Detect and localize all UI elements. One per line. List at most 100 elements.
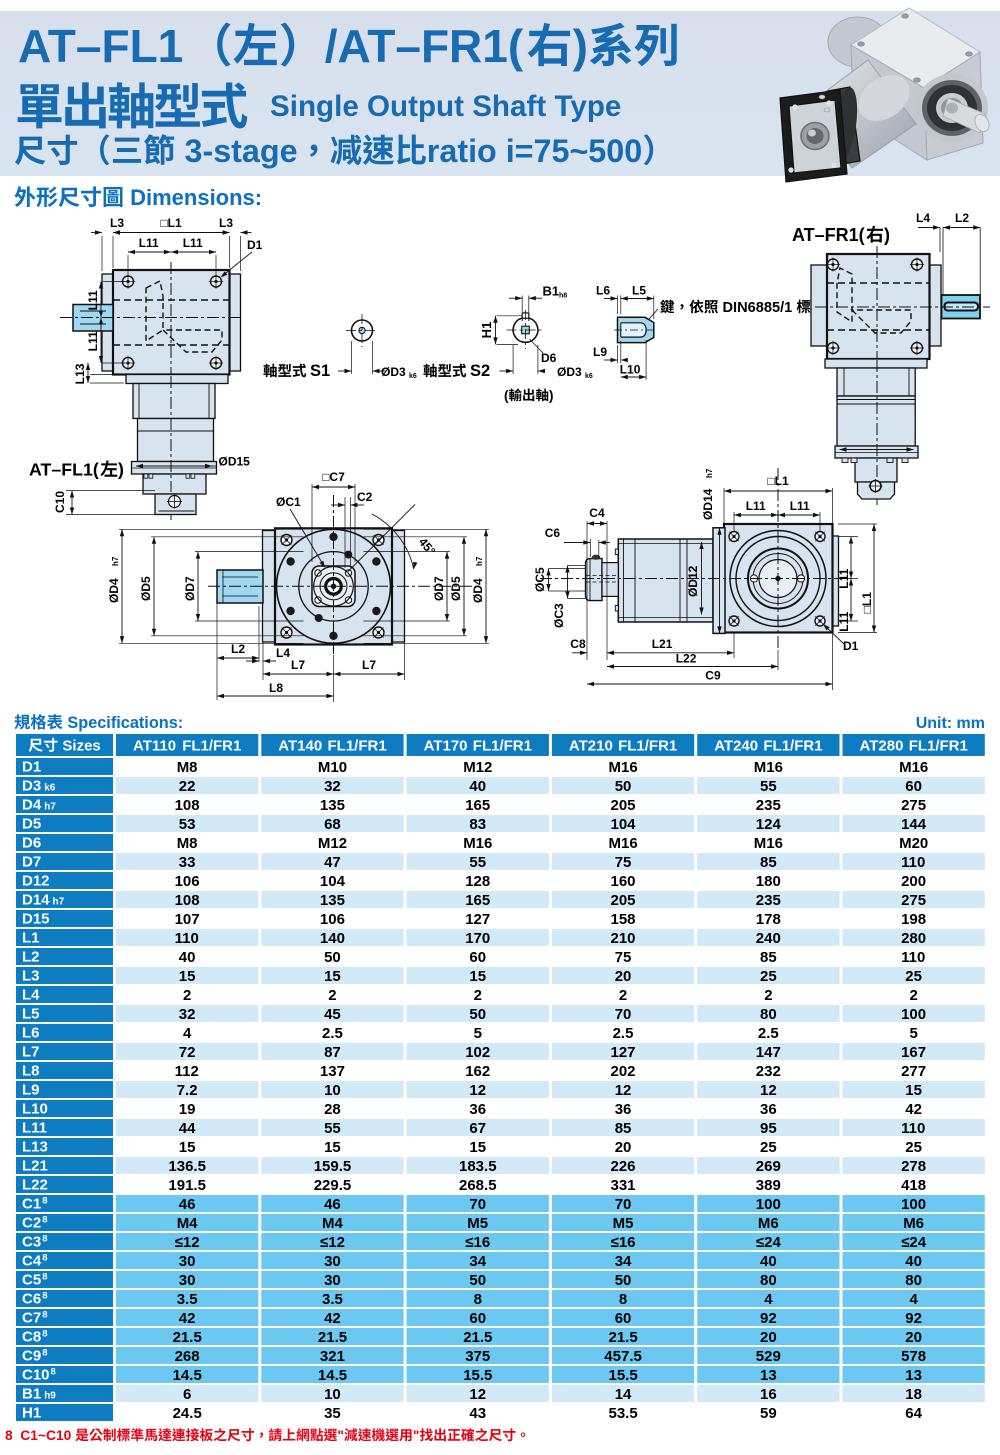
svg-text:ØD4: ØD4 [471,578,485,603]
svg-text:M5: M5 [613,1215,634,1232]
svg-text:≤12: ≤12 [175,1234,200,1251]
svg-text:h8: h8 [559,293,567,300]
svg-text:Single: Single [270,90,359,123]
svg-text:C2: C2 [357,490,373,504]
svg-text:80: 80 [760,1272,777,1289]
svg-text:h7: h7 [111,556,120,566]
svg-text:7.2: 7.2 [177,1082,198,1099]
svg-text:95: 95 [760,1120,777,1137]
svg-text:ØD7: ØD7 [432,576,446,601]
svg-text:B1: B1 [543,284,560,299]
svg-text:100: 100 [901,1196,926,1213]
svg-text:M12: M12 [318,835,347,852]
svg-text:L9: L9 [22,1082,40,1099]
svg-text:ØD14: ØD14 [701,488,715,520]
svg-text:L9: L9 [593,345,607,359]
svg-text:42: 42 [905,1101,922,1118]
svg-text:277: 277 [901,1063,926,1080]
svg-text:235: 235 [756,892,781,909]
svg-text:ØD3: ØD3 [381,365,406,379]
svg-text:15: 15 [469,1139,486,1156]
svg-text:5: 5 [474,1025,482,1042]
svg-text:30: 30 [324,1253,341,1270]
svg-text:21.5: 21.5 [609,1329,638,1346]
svg-text:3-stage: 3-stage [185,133,298,169]
svg-text:k6: k6 [585,373,593,380]
svg-text:15.5: 15.5 [609,1367,638,1384]
svg-text:L11: L11 [139,236,159,250]
svg-text:112: 112 [175,1063,199,1080]
svg-text:≤16: ≤16 [465,1234,490,1251]
svg-text:32: 32 [324,778,341,795]
svg-text:25: 25 [905,968,922,985]
svg-text:L4: L4 [276,646,290,660]
svg-text:k6: k6 [409,373,417,380]
svg-text:55: 55 [760,778,777,795]
svg-text:L6: L6 [22,1025,40,1042]
svg-text:L2: L2 [231,642,245,656]
svg-text:28: 28 [324,1101,341,1118]
svg-text:4: 4 [183,1025,192,1042]
svg-text:275: 275 [901,892,926,909]
svg-text:2: 2 [619,987,627,1004]
svg-text:C6: C6 [22,1291,41,1308]
svg-text:375: 375 [465,1348,490,1365]
svg-text:M16: M16 [899,759,928,776]
svg-text:198: 198 [901,911,926,928]
svg-text:L11: L11 [837,611,851,631]
svg-text:30: 30 [324,1272,341,1289]
svg-text:ØD12: ØD12 [686,565,700,597]
svg-text:≤24: ≤24 [756,1234,782,1251]
svg-text:FL1/FR1: FL1/FR1 [909,738,968,755]
svg-text:36: 36 [615,1101,632,1118]
svg-text:S2: S2 [470,362,490,380]
svg-text:ratio: ratio [427,133,497,169]
svg-text:AT210: AT210 [569,738,613,755]
svg-text:33: 33 [179,854,196,871]
svg-text:278: 278 [901,1158,926,1175]
svg-text:D15: D15 [22,911,50,928]
svg-text:4: 4 [764,1291,773,1308]
svg-text:15: 15 [905,1082,922,1099]
svg-text:AT240: AT240 [714,738,758,755]
svg-text:36: 36 [760,1101,777,1118]
svg-text:M12: M12 [463,759,492,776]
svg-text:M10: M10 [318,759,347,776]
svg-text:(: ( [504,388,509,403]
svg-text:h9: h9 [44,1391,56,1402]
svg-text:≤12: ≤12 [320,1234,345,1251]
svg-text:87: 87 [324,1044,341,1061]
svg-text:L13: L13 [73,363,87,384]
svg-text:457.5: 457.5 [604,1348,642,1365]
svg-text:8: 8 [42,1310,47,1321]
svg-text:34: 34 [615,1253,632,1270]
svg-text:): ) [884,225,890,245]
svg-text:70: 70 [615,1196,632,1213]
svg-text:D4: D4 [22,797,42,814]
svg-text:210: 210 [611,930,636,947]
svg-text:19: 19 [179,1101,196,1118]
svg-text:85: 85 [615,1120,632,1137]
svg-text:D1: D1 [22,759,41,776]
svg-text:20: 20 [615,968,632,985]
svg-text:D1: D1 [843,639,859,653]
svg-text:D6: D6 [541,351,557,365]
svg-text:80: 80 [760,1006,777,1023]
svg-text:M16: M16 [609,835,638,852]
svg-text:L4: L4 [22,987,40,1004]
svg-text:□L1: □L1 [767,474,789,488]
svg-text:M20: M20 [899,835,928,852]
svg-text:162: 162 [465,1063,490,1080]
svg-text:75: 75 [615,949,632,966]
svg-text:331: 331 [611,1177,636,1194]
svg-text:92: 92 [905,1310,922,1327]
svg-text:M16: M16 [754,759,783,776]
svg-text:183.5: 183.5 [459,1158,497,1175]
svg-text:): ) [549,388,554,403]
svg-text:C1: C1 [22,1196,41,1213]
svg-text:AT–FL1: AT–FL1 [18,20,183,72]
svg-text:Dimensions:: Dimensions: [130,185,262,210]
svg-text:20: 20 [905,1329,922,1346]
svg-text:C8: C8 [22,1329,41,1346]
svg-text:30: 30 [179,1253,196,1270]
